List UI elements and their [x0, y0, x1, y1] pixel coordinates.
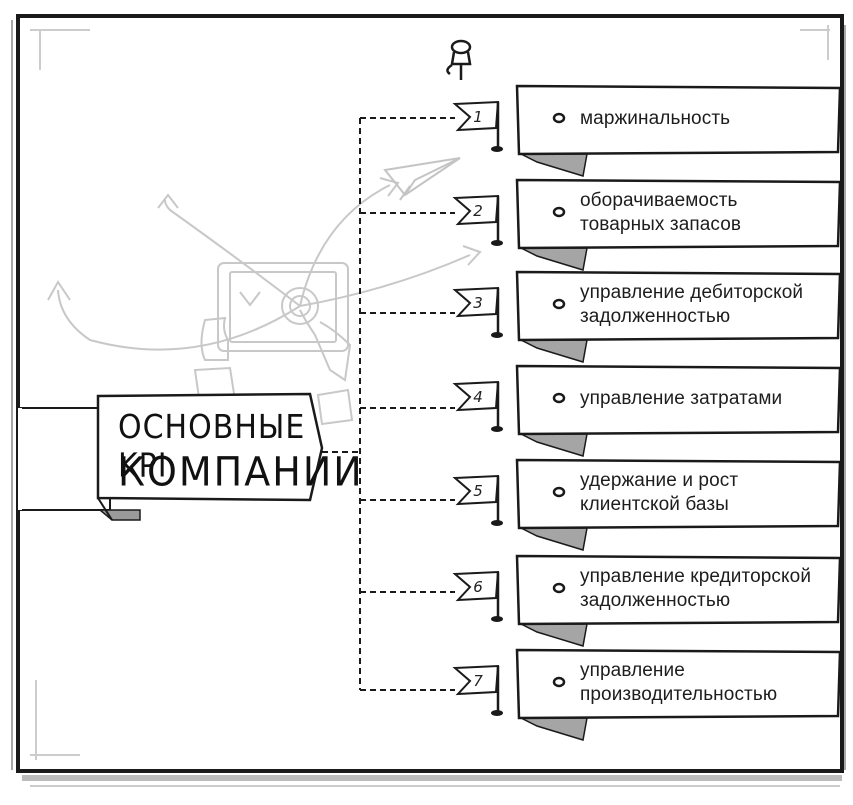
kpi-item-6: 6: [452, 554, 842, 647]
kpi-banner: [515, 458, 842, 530]
kpi-item-2: 2: [452, 178, 842, 271]
kpi-banner: [515, 178, 842, 250]
kpi-label-line: управление дебиторской: [580, 282, 804, 303]
kpi-banner: [515, 554, 842, 626]
kpi-banner: [515, 648, 842, 720]
bullet-icon: [552, 392, 566, 404]
kpi-number: 1: [473, 108, 483, 126]
flag-icon: [452, 570, 500, 602]
kpi-number: 7: [473, 672, 483, 690]
kpi-label-line: управление кредиторской: [580, 566, 812, 587]
frame: [11, 14, 846, 787]
flag-icon: [452, 286, 500, 318]
banner-fold: [520, 623, 588, 647]
bullet-icon: [552, 582, 566, 594]
kpi-item-4: 4: [452, 364, 842, 457]
kpi-label-line: управление: [580, 660, 685, 681]
kpi-label-line: задолженностью: [580, 306, 731, 327]
kpi-banner: [515, 364, 842, 436]
kpi-label-1: маржинальность: [580, 107, 842, 131]
flag-icon: [452, 194, 500, 226]
title-banner: [18, 392, 324, 521]
title-line-1: ОСНОВНЫЕ KPI: [118, 408, 306, 486]
kpi-banner: [515, 84, 842, 156]
kpi-label-5: удержание и рост клиентской базы: [580, 469, 842, 517]
banner-fold: [520, 247, 588, 271]
kpi-items: 1 2 3 4 5 6 7: [452, 84, 842, 741]
kpi-item-7: 7: [452, 648, 842, 741]
kpi-label-line: удержание и рост: [580, 470, 739, 491]
kpi-banner: [515, 270, 842, 342]
kpi-label-line: клиентской базы: [580, 494, 729, 515]
kpi-label-6: управление кредиторской задолженностью: [580, 565, 842, 613]
kpi-number: 5: [473, 482, 483, 500]
banner-fold: [520, 339, 588, 363]
banner-fold: [520, 527, 588, 551]
flag-icon: [452, 100, 500, 132]
kpi-number: 3: [473, 294, 483, 312]
kpi-label-4: управление затратами: [580, 387, 842, 411]
kpi-label-line: управление затратами: [580, 388, 783, 409]
bullet-icon: [552, 486, 566, 498]
kpi-label-line: производительностью: [580, 684, 778, 705]
kpi-label-line: задолженностью: [580, 590, 731, 611]
bullet-icon: [552, 112, 566, 124]
kpi-number: 4: [473, 388, 483, 406]
title-line-2: КОМПАНИИ: [118, 448, 364, 496]
bullet-icon: [552, 676, 566, 688]
kpi-item-3: 3: [452, 270, 842, 363]
kpi-item-1: 1: [452, 84, 842, 177]
kpi-number: 2: [473, 202, 483, 220]
kpi-item-5: 5: [452, 458, 842, 551]
banner-fold: [520, 717, 588, 741]
kpi-label-line: оборачиваемость: [580, 190, 738, 211]
kpi-label-3: управление дебиторской задолженностью: [580, 281, 842, 329]
bullet-icon: [552, 298, 566, 310]
kpi-label-7: управление производительностью: [580, 659, 842, 707]
flag-icon: [452, 664, 500, 696]
tablet-hands-icon: [47, 177, 482, 426]
banner-fold: [520, 433, 588, 457]
paper-plane-icon: [383, 157, 461, 201]
kpi-label-line: маржинальность: [580, 108, 731, 129]
bullet-icon: [552, 206, 566, 218]
pushpin-icon: [446, 39, 472, 80]
connector-lines: [322, 117, 455, 691]
flag-icon: [452, 380, 500, 412]
flag-icon: [452, 474, 500, 506]
kpi-label-2: оборачиваемость товарных запасов: [580, 189, 842, 237]
kpi-number: 6: [473, 578, 483, 596]
kpi-label-line: товарных запасов: [580, 214, 742, 235]
banner-fold: [520, 153, 588, 177]
